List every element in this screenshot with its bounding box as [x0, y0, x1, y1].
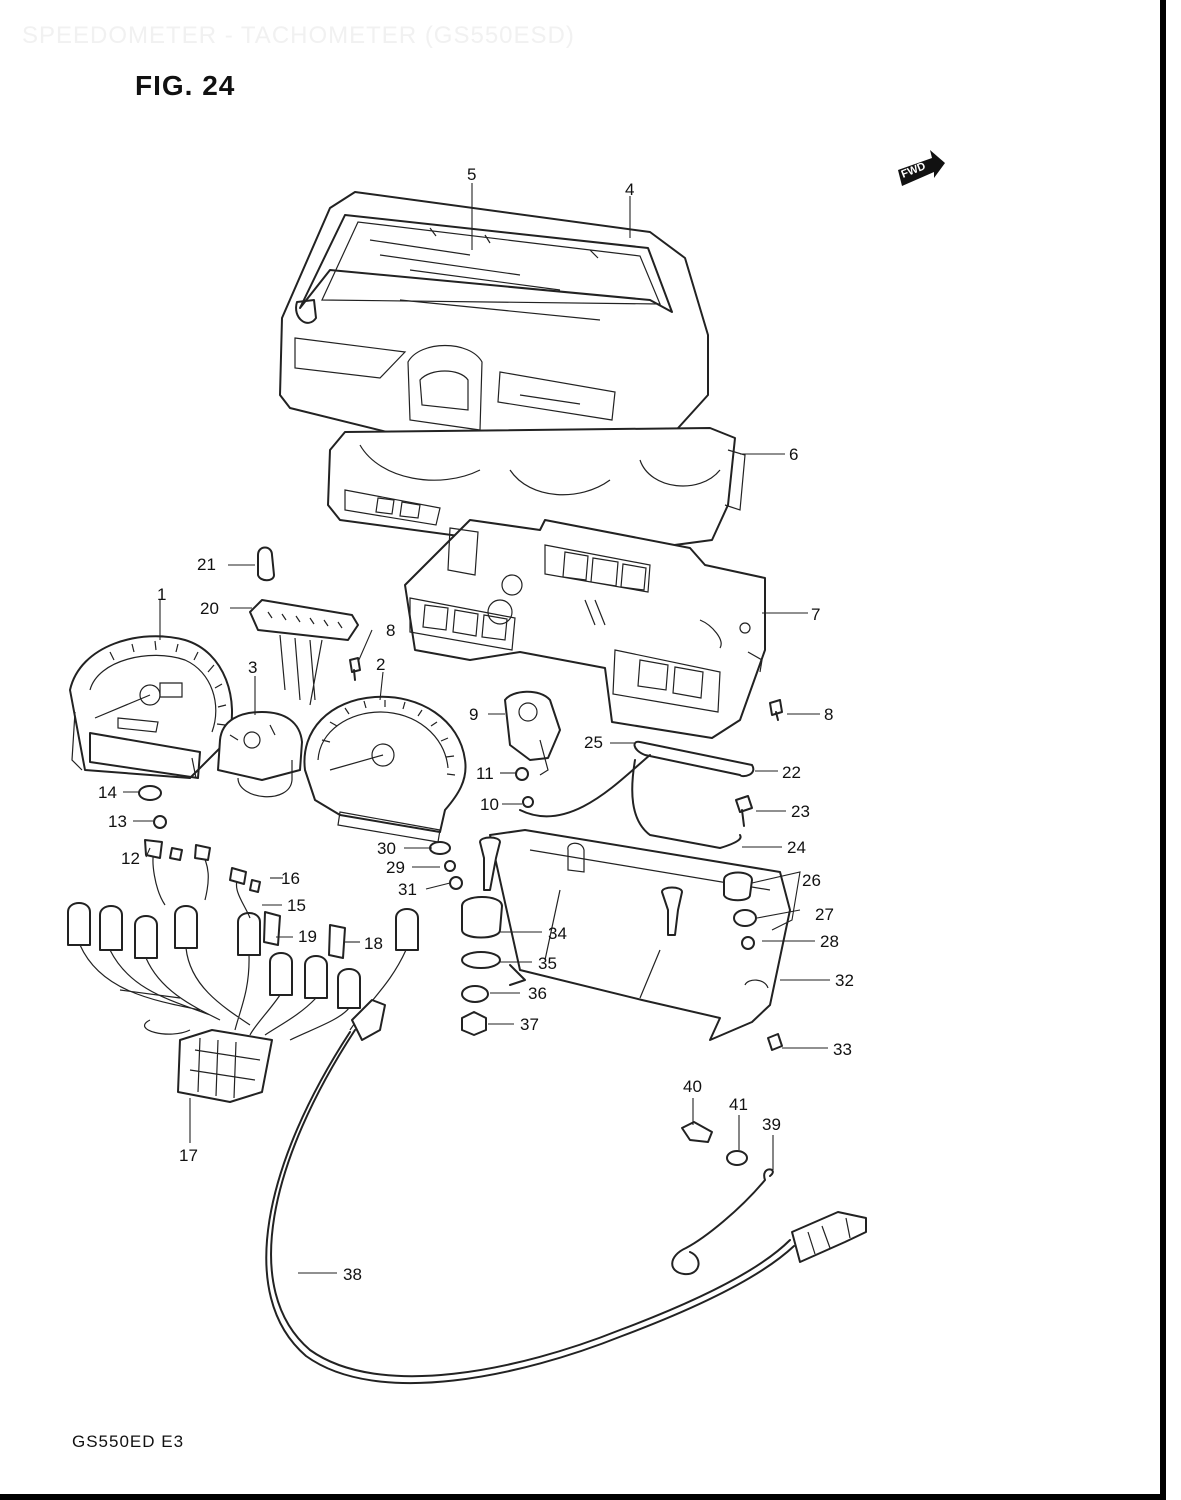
callout-label: 14 — [98, 783, 117, 802]
callout-label: 26 — [802, 871, 821, 890]
callout-label: 3 — [248, 658, 257, 677]
callout-label: 17 — [179, 1146, 198, 1165]
callout-label: 22 — [782, 763, 801, 782]
meter-lower-case — [404, 519, 766, 739]
callout-label: 27 — [815, 905, 834, 924]
callout-leader-lines — [123, 183, 830, 1274]
callout-label: 5 — [467, 165, 476, 184]
faint-page-title: SPEEDOMETER - TACHOMETER (GS550ESD) — [22, 22, 575, 49]
callout-label: 24 — [787, 838, 806, 857]
callout-label: 29 — [386, 858, 405, 877]
meter-sub-unit — [217, 711, 303, 798]
callout-label: 31 — [398, 880, 417, 899]
meter-case-cover — [279, 191, 709, 491]
speedometer-gear — [504, 690, 561, 776]
callout-label: 18 — [364, 934, 383, 953]
callout-label: 25 — [584, 733, 603, 752]
cable-clip — [671, 1168, 774, 1276]
callout-label: 1 — [157, 585, 166, 604]
callout-label: 36 — [528, 984, 547, 1003]
callout-label: 34 — [548, 924, 567, 943]
callout-label: 4 — [625, 180, 634, 199]
tachometer — [303, 695, 467, 843]
meter-gasket — [327, 427, 746, 556]
callout-label: 20 — [200, 599, 219, 618]
callout-label: 33 — [833, 1040, 852, 1059]
callout-label: 28 — [820, 932, 839, 951]
callout-label: 8 — [386, 621, 395, 640]
callout-label: 21 — [197, 555, 216, 574]
callout-label: 16 — [281, 869, 300, 888]
callout-label: 9 — [469, 705, 478, 724]
scan-border-bottom — [0, 1494, 1166, 1500]
callout-label: 7 — [811, 605, 820, 624]
callout-label: 10 — [480, 795, 499, 814]
bulb — [257, 546, 275, 582]
callout-label: 37 — [520, 1015, 539, 1034]
scan-border-right — [1160, 0, 1166, 1500]
callout-numbers: 1 2 3 4 5 6 7 8 8 9 10 11 12 13 14 15 16… — [98, 165, 854, 1284]
mounting-bolt-23 — [735, 795, 753, 827]
callout-label: 19 — [298, 927, 317, 946]
speedometer-cable — [265, 1029, 867, 1385]
callout-label: 30 — [377, 839, 396, 858]
callout-label: 15 — [287, 896, 306, 915]
callout-label: 2 — [376, 655, 385, 674]
callout-label: 11 — [476, 764, 494, 783]
callout-label: 8 — [824, 705, 833, 724]
lamp-socket-plate — [249, 599, 359, 706]
callout-label: 40 — [683, 1077, 702, 1096]
small-hardware — [138, 657, 783, 1166]
callout-label: 6 — [789, 445, 798, 464]
callout-label: 23 — [791, 802, 810, 821]
callout-label: 12 — [121, 849, 140, 868]
callout-label: 39 — [762, 1115, 781, 1134]
figure-title: FIG. 24 — [135, 70, 236, 101]
model-code-label: GS550ED E3 — [72, 1432, 185, 1451]
meter-bracket-stay — [519, 740, 755, 849]
callout-label: 35 — [538, 954, 557, 973]
callout-label: 13 — [108, 812, 127, 831]
wiring-harness — [67, 839, 419, 1103]
callout-label: 41 — [729, 1095, 748, 1114]
callout-label: 38 — [343, 1265, 362, 1284]
speedometer — [69, 635, 233, 779]
meter-lower-cover — [489, 829, 791, 1041]
fwd-arrow-icon: FWD — [898, 150, 945, 186]
callout-label: 32 — [835, 971, 854, 990]
damper-parts — [461, 836, 757, 1036]
